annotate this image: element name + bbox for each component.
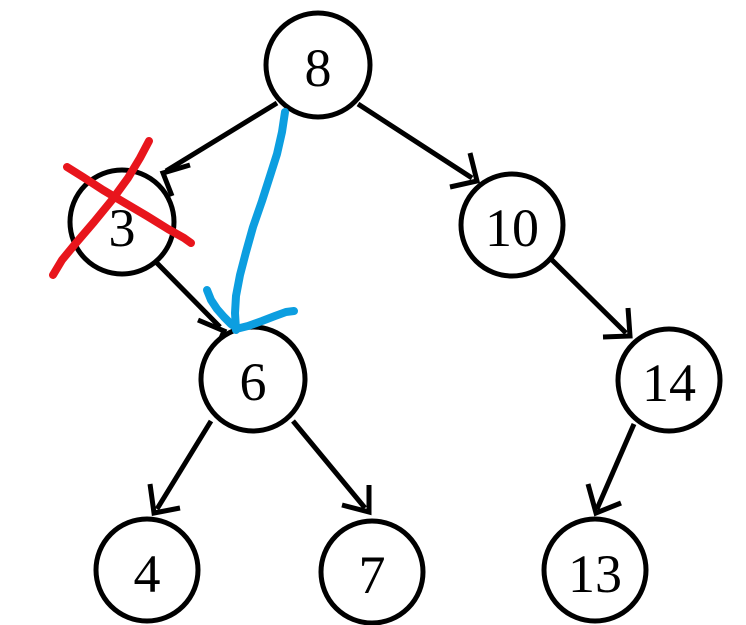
edge-10-to-14: [549, 257, 633, 340]
red-delete-cross-on-node-3: [49, 137, 195, 279]
arrowhead-icon: [341, 485, 372, 516]
arrowhead-icon: [602, 307, 633, 340]
edge-8-to-10: [356, 101, 481, 190]
node-label: 4: [134, 544, 161, 604]
blue-relink-annotation: [203, 108, 298, 334]
node-label: 13: [568, 544, 622, 604]
node-14[interactable]: 14: [615, 326, 723, 434]
edge-6-to-4: [147, 419, 214, 516]
node-13[interactable]: 13: [541, 516, 649, 624]
nodes-group: 8 3 10 6 14 4: [67, 10, 723, 625]
node-4[interactable]: 4: [93, 516, 201, 624]
node-8[interactable]: 8: [263, 10, 373, 120]
node-7[interactable]: 7: [318, 518, 426, 625]
edge-line: [356, 101, 474, 181]
edge-line: [164, 100, 279, 174]
edge-line: [549, 257, 628, 335]
node-label: 10: [485, 198, 539, 258]
node-circle[interactable]: [93, 516, 201, 624]
node-label: 6: [240, 352, 267, 412]
edge-14-to-13: [585, 423, 637, 517]
node-6[interactable]: 6: [198, 324, 308, 434]
relink-arrowhead-left-icon: [203, 286, 241, 332]
node-circle[interactable]: [615, 326, 723, 434]
arrowhead-icon: [585, 483, 622, 517]
arrowhead-icon: [449, 152, 481, 190]
edge-8-to-3: [159, 100, 279, 197]
node-circle[interactable]: [263, 10, 373, 120]
node-label: 7: [359, 545, 386, 605]
arrowhead-icon: [147, 483, 181, 516]
node-circle[interactable]: [318, 518, 426, 625]
node-3[interactable]: 3: [67, 167, 177, 277]
node-label: 8: [305, 38, 332, 98]
node-circle[interactable]: [541, 516, 649, 624]
edge-line: [291, 419, 367, 510]
edge-line: [150, 256, 222, 329]
relink-curve-icon: [231, 108, 289, 334]
node-10[interactable]: 10: [458, 171, 566, 279]
relink-arrowhead-right-icon: [232, 307, 298, 333]
annotations-group: [49, 108, 298, 334]
edge-line: [154, 419, 214, 511]
node-circle[interactable]: [67, 167, 177, 277]
edge-6-to-7: [291, 419, 372, 516]
arrowhead-icon: [159, 162, 191, 197]
delete-cross-stroke-icon: [49, 137, 153, 279]
node-label: 14: [642, 353, 696, 413]
edges-group: [147, 100, 637, 517]
node-circle[interactable]: [458, 171, 566, 279]
edge-line: [594, 423, 637, 510]
delete-cross-stroke-icon: [63, 163, 195, 247]
